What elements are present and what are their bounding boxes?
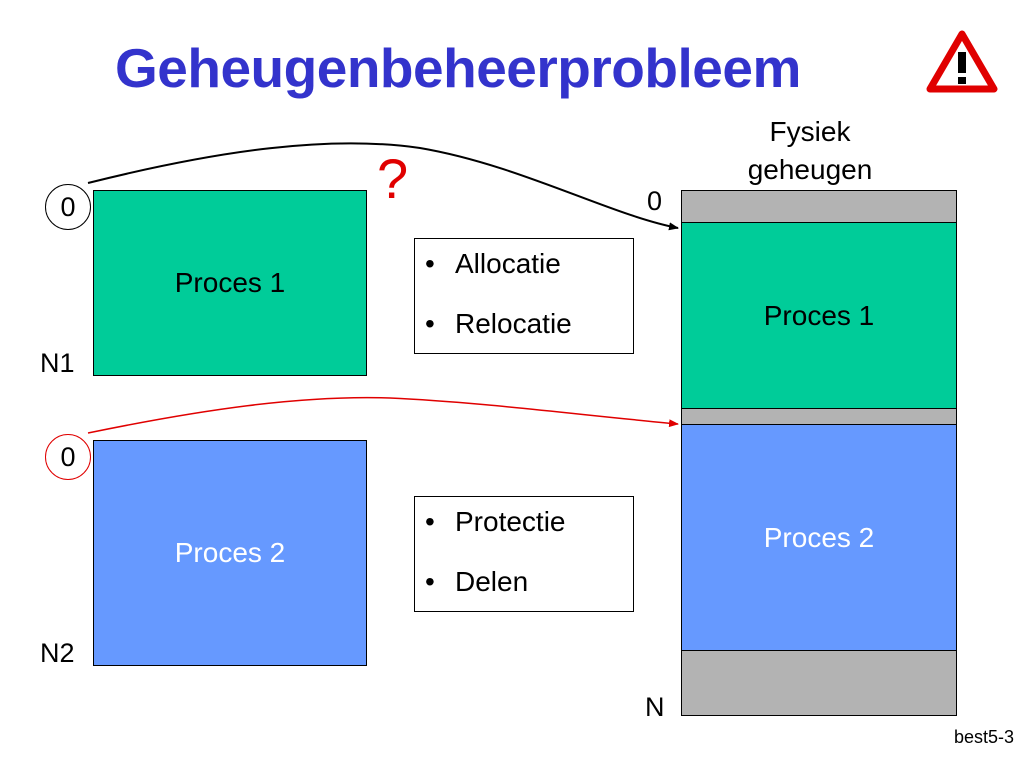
question-mark: ? [377, 147, 409, 210]
process1-start-circle: 0 [45, 184, 91, 230]
list-box-bottom: •Protectie •Delen [414, 496, 634, 612]
slide-title: Geheugenbeheerprobleem [115, 37, 801, 99]
process2-label: Proces 2 [174, 537, 286, 568]
physical-memory-start-label: 0 [647, 186, 663, 216]
process2-start-circle: 0 [45, 434, 91, 480]
slide-footer: best5-3 [953, 727, 1014, 747]
memory-process2-segment: Proces 2 [681, 424, 957, 652]
physical-memory-end-label: N [645, 692, 665, 722]
physical-memory-heading: Fysiek geheugen [747, 116, 873, 185]
warning-triangle-icon [926, 30, 998, 93]
arrow-process1-to-memory [87, 142, 679, 231]
process1-box: Proces 1 [93, 190, 367, 376]
process2-end-label: N2 [40, 638, 75, 668]
process1-label: Proces 1 [174, 267, 286, 298]
memory-free-segment [681, 650, 957, 716]
list-box-top: •Allocatie •Relocatie [414, 238, 634, 354]
process2-box: Proces 2 [93, 440, 367, 666]
list-item: •Delen [425, 566, 529, 597]
memory-process2-label: Proces 2 [763, 522, 875, 553]
process2-start-label: 0 [60, 441, 76, 472]
process1-end-label: N1 [40, 348, 75, 378]
list-item: •Protectie [425, 506, 566, 537]
process1-start-label: 0 [60, 191, 76, 222]
memory-free-segment [681, 190, 957, 224]
list-item: •Relocatie [425, 308, 572, 339]
list-item: •Allocatie [425, 248, 561, 279]
arrow-process2-to-memory [87, 396, 679, 434]
memory-process1-label: Proces 1 [763, 300, 875, 331]
memory-process1-segment: Proces 1 [681, 222, 957, 410]
